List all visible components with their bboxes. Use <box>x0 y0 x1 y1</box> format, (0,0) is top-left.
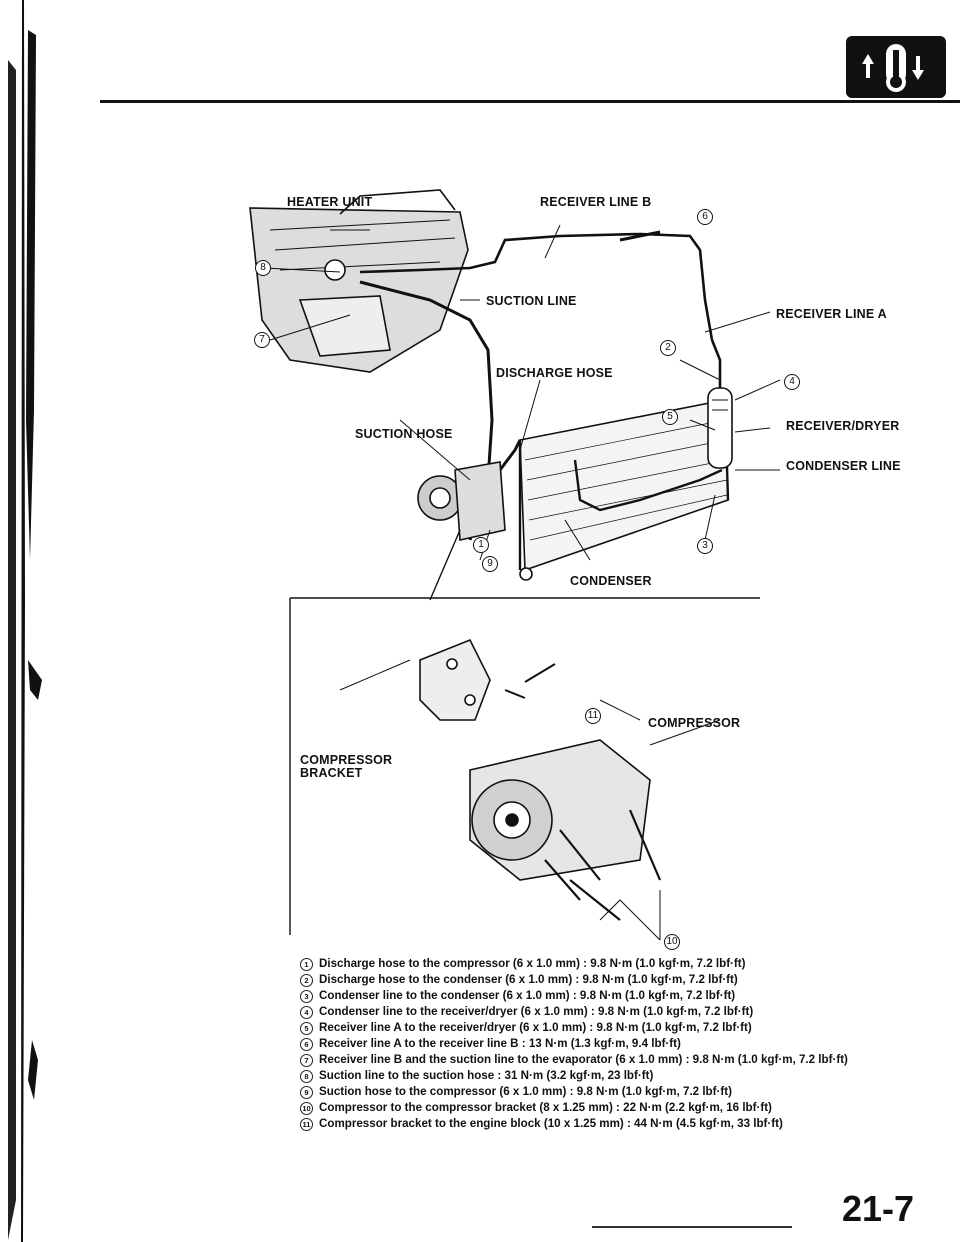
legend-item: 8 Suction line to the suction hose : 31 N… <box>300 1068 950 1084</box>
legend-item: 2 Discharge hose to the condenser (6 x 1.… <box>300 972 950 988</box>
label-receiver-line-a: RECEIVER LINE A <box>776 307 887 321</box>
legend-number: 2 <box>300 974 313 987</box>
receiver-line-a-pipe <box>710 339 722 390</box>
legend-text: Discharge hose to the condenser (6 x 1.0… <box>319 973 738 986</box>
compressor-drawing <box>417 461 506 541</box>
label-compressor-bracket-line1: COMPRESSOR <box>300 753 393 767</box>
page-number: 21-7 <box>842 1188 915 1229</box>
legend-number: 11 <box>300 1118 313 1131</box>
legend-text: Receiver line A to the receiver line B :… <box>319 1037 681 1050</box>
heater-unit-drawing <box>249 189 469 373</box>
label-receiver-line-b: RECEIVER LINE B <box>540 195 652 209</box>
label-heater-unit: HEATER UNIT <box>287 195 373 209</box>
legend-item: 5 Receiver line A to the receiver/dryer (… <box>300 1020 950 1036</box>
torque-spec-legend: 1 Discharge hose to the compressor (6 x 1… <box>300 956 950 1132</box>
label-suction-hose: SUCTION HOSE <box>355 427 453 441</box>
ac-system-diagram <box>249 189 781 941</box>
footer-rule <box>592 1226 792 1228</box>
condenser-line-pipe <box>573 459 723 512</box>
binding-edge-marks <box>8 0 42 1242</box>
label-compressor: COMPRESSOR <box>648 716 741 730</box>
legend-number: 8 <box>300 1070 313 1083</box>
legend-text: Condenser line to the receiver/dryer (6 … <box>319 1005 754 1018</box>
marker-8: 8 <box>255 260 271 276</box>
legend-number: 6 <box>300 1038 313 1051</box>
legend-item: 11 Compressor bracket to the engine block… <box>300 1116 950 1132</box>
label-condenser: CONDENSER <box>570 574 652 588</box>
marker-6: 6 <box>697 209 713 225</box>
legend-number: 4 <box>300 1006 313 1019</box>
legend-item: 9 Suction hose to the compressor (6 x 1.0… <box>300 1084 950 1100</box>
header-rule <box>100 100 960 103</box>
marker-5: 5 <box>662 409 678 425</box>
marker-9: 9 <box>482 556 498 572</box>
legend-item: 7 Receiver line B and the suction line to… <box>300 1052 950 1068</box>
legend-number: 3 <box>300 990 313 1003</box>
legend-item: 1 Discharge hose to the compressor (6 x 1… <box>300 956 950 972</box>
legend-text: Suction line to the suction hose : 31 N·… <box>319 1069 654 1082</box>
legend-text: Suction hose to the compressor (6 x 1.0 … <box>319 1085 732 1098</box>
hvac-thermometer-icon <box>846 36 946 98</box>
marker-1: 1 <box>473 537 489 553</box>
legend-number: 9 <box>300 1086 313 1099</box>
marker-3: 3 <box>697 538 713 554</box>
label-condenser-line: CONDENSER LINE <box>786 459 901 473</box>
legend-item: 4 Condenser line to the receiver/dryer (6… <box>300 1004 950 1020</box>
receiver-dryer-drawing <box>707 387 733 469</box>
inset-frame <box>289 597 760 935</box>
legend-text: Compressor bracket to the engine block (… <box>319 1117 783 1130</box>
legend-text: Discharge hose to the compressor (6 x 1.… <box>319 957 746 970</box>
suction-line-pipe <box>359 280 494 481</box>
marker-10: 10 <box>664 934 680 950</box>
marker-4: 4 <box>784 374 800 390</box>
legend-text: Receiver line A to the receiver/dryer (6… <box>319 1021 752 1034</box>
lower-compressor-drawing <box>469 739 651 881</box>
label-discharge-hose: DISCHARGE HOSE <box>496 366 613 380</box>
legend-item: 3 Condenser line to the condenser (6 x 1.… <box>300 988 950 1004</box>
legend-item: 10 Compressor to the compressor bracket (… <box>300 1100 950 1116</box>
legend-number: 7 <box>300 1054 313 1067</box>
label-receiver-dryer: RECEIVER/DRYER <box>786 419 900 433</box>
legend-text: Receiver line B and the suction line to … <box>319 1053 848 1066</box>
legend-number: 10 <box>300 1102 313 1115</box>
marker-7: 7 <box>254 332 270 348</box>
label-compressor-bracket-line2: BRACKET <box>300 766 363 780</box>
legend-text: Condenser line to the condenser (6 x 1.0… <box>319 989 736 1002</box>
condenser-drawing <box>518 399 730 581</box>
compressor-bracket-drawing <box>419 638 491 721</box>
legend-number: 1 <box>300 958 313 971</box>
marker-2: 2 <box>660 340 676 356</box>
legend-text: Compressor to the compressor bracket (8 … <box>319 1101 772 1114</box>
receiver-line-b-pipe <box>359 232 714 341</box>
label-suction-line: SUCTION LINE <box>486 294 577 308</box>
legend-item: 6 Receiver line A to the receiver line B … <box>300 1036 950 1052</box>
marker-11: 11 <box>585 708 601 724</box>
legend-number: 5 <box>300 1022 313 1035</box>
